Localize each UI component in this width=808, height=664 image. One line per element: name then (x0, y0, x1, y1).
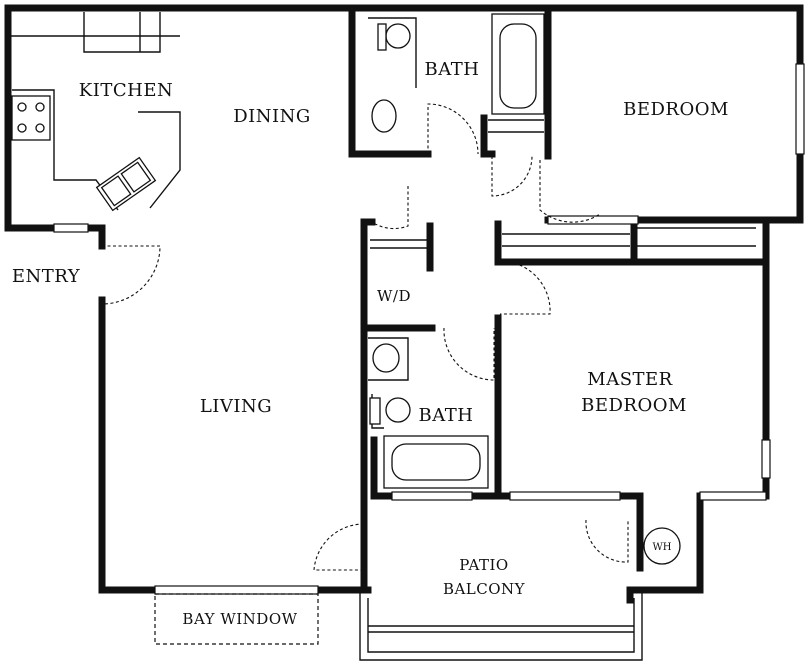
door-bedroom (539, 160, 601, 223)
patio-railing-outer (359, 590, 643, 661)
toilet-icon (385, 23, 411, 49)
interior-walls (348, 4, 804, 604)
patio-railing-bars (368, 625, 634, 633)
wall-closet-hall (494, 220, 638, 266)
window-master-bottom (699, 491, 767, 501)
bath-sink-icon (372, 343, 400, 373)
burner-icon (35, 102, 45, 112)
door-entry (101, 245, 161, 305)
fixtures (11, 13, 681, 565)
bathtub-basin-icon (391, 443, 481, 481)
wall-wh-right (626, 492, 704, 594)
label-wd: W/D (377, 287, 411, 305)
label-entry: ENTRY (12, 266, 81, 287)
door-closet-hall (371, 186, 409, 230)
water-heater-icon (643, 527, 681, 565)
label-kitchen: KITCHEN (79, 80, 173, 101)
patio-railing-inner (367, 598, 635, 653)
kitchen-right-counter (138, 111, 181, 209)
bay-window-outline (154, 593, 319, 645)
exterior-walls (4, 4, 804, 594)
door-master (498, 261, 551, 315)
burner-icon (35, 123, 45, 133)
label-patio-line1: PATIO (459, 556, 508, 574)
wall-wd-left (360, 222, 436, 332)
stove-icon (11, 95, 51, 141)
door-bath-mid (443, 327, 495, 381)
wall-entry-jamb (84, 224, 106, 250)
kitchen-upper-counter (10, 12, 180, 53)
window-master-slider (509, 491, 621, 501)
closet-rod-bedroom (636, 227, 756, 247)
label-bath-top: BATH (425, 59, 480, 80)
bath-mid-counter (368, 337, 409, 381)
burner-icon (17, 123, 27, 133)
window-master-right (761, 439, 771, 479)
toilet-icon (385, 397, 411, 423)
label-bay-window: BAY WINDOW (182, 610, 297, 628)
bathtub-basin-icon (499, 23, 537, 109)
toilet-tank-icon (369, 397, 381, 425)
window-bedroom-door (547, 215, 639, 225)
label-wh: WH (653, 542, 672, 553)
wall-left-lower (98, 296, 159, 594)
label-bath-mid: BATH (419, 405, 474, 426)
window-bath-mid (391, 491, 473, 501)
door-bath-top (427, 103, 479, 155)
label-patio-line2: BALCONY (443, 580, 526, 598)
wall-tub-left (370, 436, 396, 500)
doors (101, 103, 629, 571)
wall-wh-left (616, 492, 644, 572)
door-linen (491, 155, 533, 197)
kitchen-sink-icon (95, 156, 157, 212)
door-wh (585, 519, 629, 563)
window-bedroom-right (795, 63, 805, 155)
windows (53, 63, 805, 595)
closet-rod-master (502, 233, 630, 247)
label-master-line1: MASTER (587, 369, 672, 390)
bath-top-counter (368, 17, 417, 88)
room-labels: KITCHEN DINING BATH BEDROOM ENTRY W/D LI… (12, 59, 729, 628)
bath-sink-icon (371, 99, 397, 133)
window-living (154, 585, 319, 595)
label-living: LIVING (200, 396, 272, 417)
closet-rod-hall (370, 239, 428, 249)
label-dining: DINING (233, 106, 311, 127)
label-bedroom: BEDROOM (623, 99, 729, 120)
door-patio (313, 523, 365, 571)
burner-icon (17, 102, 27, 112)
wall-bath-top-right (480, 114, 496, 158)
wall-bath-top-left (348, 4, 432, 158)
closet-rod-linen (488, 119, 544, 133)
wall-left-upper (4, 4, 56, 232)
window-entry (53, 223, 89, 233)
thin-lines (10, 12, 756, 661)
toilet-tank-icon (377, 23, 387, 51)
label-master-line2: BEDROOM (581, 395, 687, 416)
